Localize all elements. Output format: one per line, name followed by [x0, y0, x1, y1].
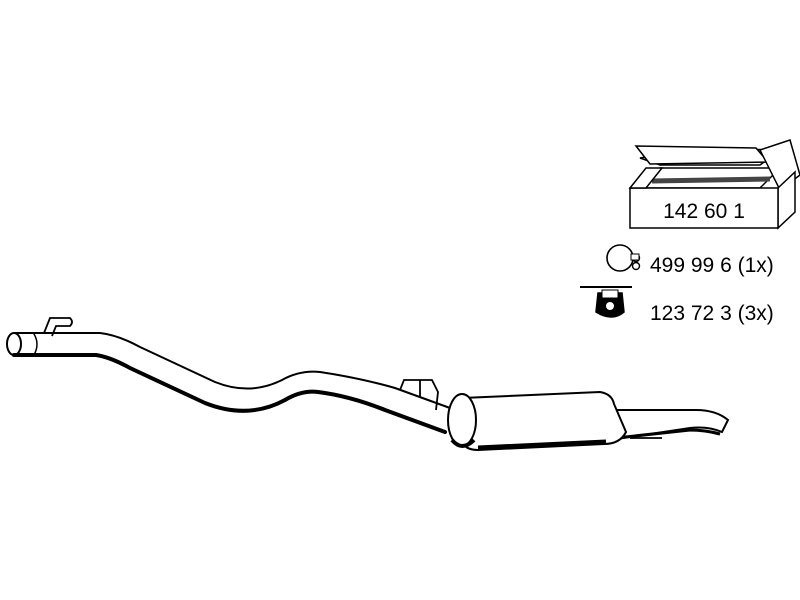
muffler-body [447, 390, 730, 452]
exhaust-pipe [6, 332, 451, 434]
pipe-inlet [6, 332, 22, 356]
clamp-ring-icon [606, 244, 641, 272]
muffler-hanger-bracket [399, 379, 439, 411]
pipe-hanger-hook [43, 317, 73, 337]
rubber-hanger-icon [580, 286, 632, 318]
hanger-part-label: 123 72 3 (3x) [650, 302, 774, 325]
clamp-part-label: 499 99 6 (1x) [650, 254, 774, 277]
kit-box-icon: 142 60 1 [628, 139, 800, 230]
kit-part-number: 142 60 1 [663, 200, 745, 223]
